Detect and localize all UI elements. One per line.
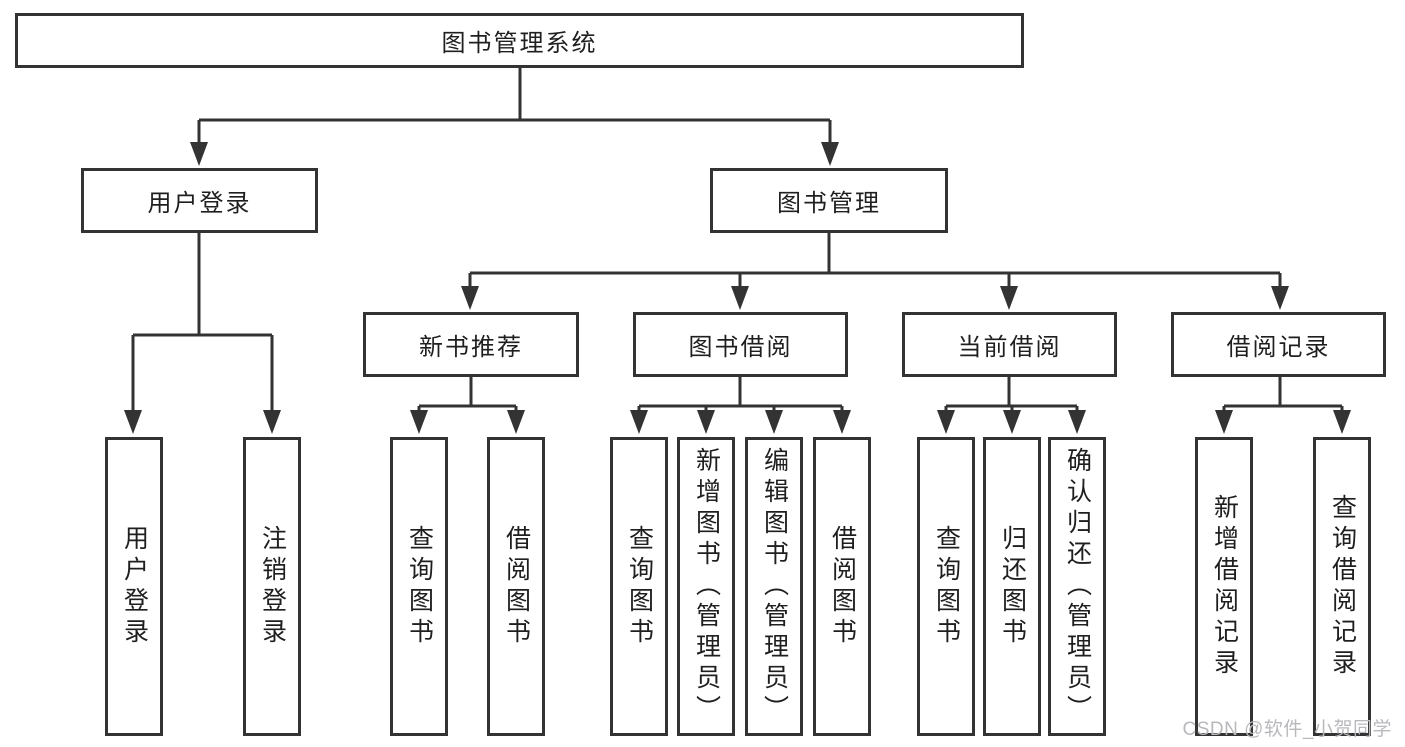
connector-book-management-branch (468, 233, 1282, 288)
connector-root-to-level2 (197, 68, 832, 144)
leaf-nb-query-books: 查询图书 (390, 437, 448, 736)
arrow-down-icon (124, 410, 142, 434)
arrowheads (124, 142, 1351, 434)
node-new-book-recommend: 新书推荐 (363, 312, 579, 377)
leaf-cb-query-books: 查询图书 (917, 437, 975, 736)
arrow-down-icon (1271, 286, 1289, 310)
node-library-management-system: 图书管理系统 (15, 13, 1024, 68)
arrow-down-icon (410, 410, 428, 434)
leaf-logout: 注销登录 (243, 437, 301, 736)
connector-current-borrow-branch (944, 377, 1079, 412)
connector-book-borrow-branch (637, 377, 844, 412)
arrow-down-icon (731, 286, 749, 310)
leaf-cb-return-books: 归还图书 (983, 437, 1041, 736)
leaf-bb-add-books-admin: 新增图书（管理员） (677, 437, 735, 736)
arrow-down-icon (1333, 410, 1351, 434)
arrow-down-icon (1215, 410, 1233, 434)
connector-new-book-branch (417, 377, 518, 412)
node-user-login: 用户登录 (81, 168, 318, 233)
arrow-down-icon (630, 410, 648, 434)
arrow-down-icon (263, 410, 281, 434)
connector-borrow-records-branch (1222, 377, 1344, 412)
connector-segments (131, 68, 1344, 412)
arrow-down-icon (697, 410, 715, 434)
arrow-down-icon (833, 410, 851, 434)
arrow-down-icon (507, 410, 525, 434)
arrow-down-icon (1068, 410, 1086, 434)
connector-user-login-branch (131, 233, 274, 412)
arrow-down-icon (1003, 410, 1021, 434)
leaf-nb-borrow-books: 借阅图书 (487, 437, 545, 736)
arrow-down-icon (937, 410, 955, 434)
leaf-bb-borrow-books: 借阅图书 (813, 437, 871, 736)
leaf-bb-query-books: 查询图书 (610, 437, 668, 736)
arrow-down-icon (765, 410, 783, 434)
leaf-br-query-record: 查询借阅记录 (1313, 437, 1371, 736)
leaf-br-add-record: 新增借阅记录 (1195, 437, 1253, 736)
arrow-down-icon (461, 286, 479, 310)
leaf-user-login: 用户登录 (105, 437, 163, 736)
node-book-borrow: 图书借阅 (633, 312, 848, 377)
csdn-watermark: CSDN @软件_小贺同学 (1182, 719, 1392, 740)
arrow-down-icon (821, 142, 839, 166)
node-book-management: 图书管理 (710, 168, 948, 233)
arrow-down-icon (190, 142, 208, 166)
leaf-bb-edit-books-admin: 编辑图书（管理员） (745, 437, 803, 736)
arrow-down-icon (1000, 286, 1018, 310)
node-borrow-records: 借阅记录 (1171, 312, 1386, 377)
leaf-cb-confirm-return-admin: 确认归还（管理员） (1048, 437, 1106, 736)
node-current-borrow: 当前借阅 (902, 312, 1117, 377)
